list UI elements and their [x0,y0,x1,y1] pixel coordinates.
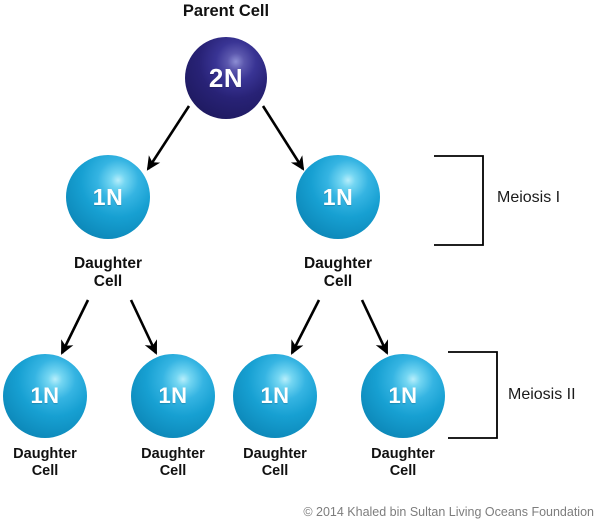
meiosis-ii-label: Meiosis II [508,386,576,403]
arrow-right-daughter-to-cell-4 [360,299,389,355]
meiosis-ii-daughter-cell-3-ploidy-label: 1N [260,383,290,408]
meiosis-ii-daughter-cell-1: 1N [3,354,87,438]
meiosis-i-label: Meiosis I [497,189,561,206]
meiosis-ii-daughter-cell-4: 1N [361,354,445,438]
meiosis-i-daughter-cell-left-ploidy-label: 1N [92,183,124,210]
meiosis-ii-daughter-cell-4-ploidy-label: 1N [388,383,418,408]
meiosis-i-daughter-cell-right-label: Daughter Cell [303,255,373,291]
meiosis-ii-daughter-cell-2: 1N [131,354,215,438]
arrow-right-daughter-to-cell-3 [290,299,321,355]
page-title: Parent Cell [182,2,270,20]
meiosis-ii-daughter-cell-3-label: Daughter Cell [243,446,307,480]
copyright-notice: © 2014 Khaled bin Sultan Living Oceans F… [303,505,594,519]
parent-cell-ploidy-label: 2N [208,62,244,93]
meiosis-ii-daughter-cell-4-label: Daughter Cell [371,446,435,480]
meiosis-ii-daughter-cell-2-ploidy-label: 1N [158,383,188,408]
arrow-left-daughter-to-cell-2 [129,299,158,355]
meiosis-i-daughter-cell-left: 1N [66,155,150,239]
meiosis-ii-daughter-cell-1-label: Daughter Cell [13,446,77,480]
meiosis-ii-daughter-cell-1-ploidy-label: 1N [30,383,60,408]
meiosis-i-daughter-cell-right-ploidy-label: 1N [322,183,354,210]
arrow-parent-to-left-daughter [146,105,191,171]
meiosis-ii-bracket [448,351,498,439]
meiosis-ii-daughter-cell-3: 1N [233,354,317,438]
meiosis-i-bracket [434,155,484,246]
meiosis-i-daughter-cell-left-label: Daughter Cell [73,255,143,291]
parent-cell: 2N [185,37,267,119]
meiosis-ii-daughter-cell-2-label: Daughter Cell [141,446,205,480]
arrow-left-daughter-to-cell-1 [60,299,90,355]
arrow-parent-to-right-daughter [261,105,305,171]
meiosis-i-daughter-cell-right: 1N [296,155,380,239]
